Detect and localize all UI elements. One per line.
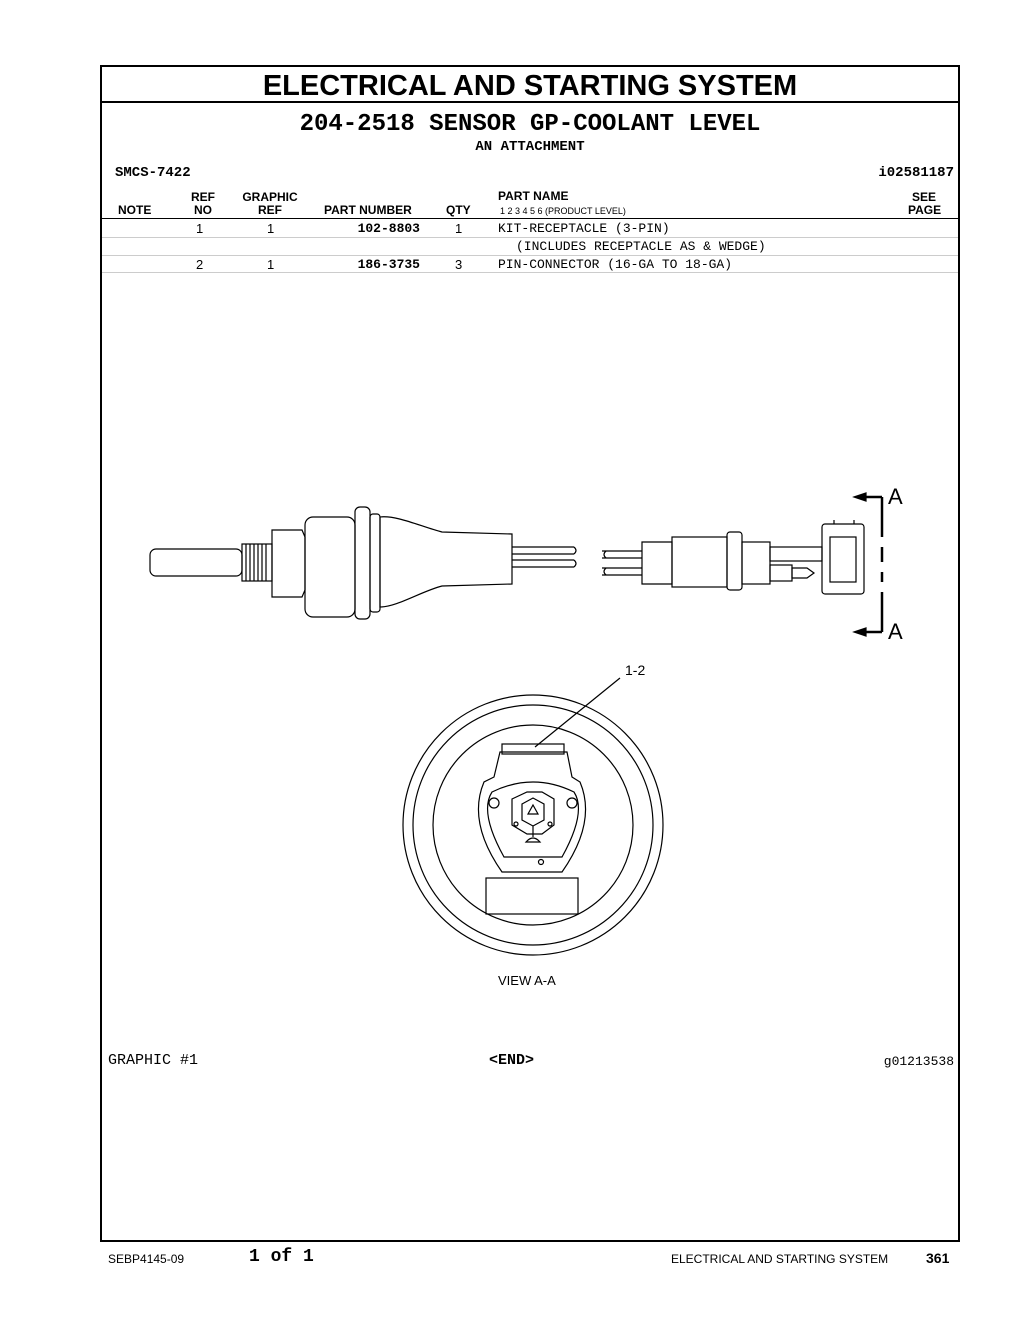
col-graphic-ref: GRAPHIC REF [240,191,300,217]
row-part-name: PIN-CONNECTOR (16-GA TO 18-GA) [498,257,733,272]
parts-illustration: A A 1-2 VIEW A-A [149,484,903,988]
header-divider [102,218,958,219]
sensor-collar [369,513,381,613]
part-group-title: 204-2518 SENSOR GP-COOLANT LEVEL [299,111,761,138]
row-ref-no: 1 [196,221,204,236]
connector-pin [769,564,816,582]
section-arrow-bottom [852,627,867,637]
footer-page-number: 361 [926,1250,950,1266]
view-a-a-drawing [402,694,664,956]
harness-wires [602,550,642,576]
col-graphic-top: GRAPHIC [242,190,298,204]
row-qty: 1 [455,221,463,236]
sensor-probe [149,548,243,577]
row-divider [102,237,958,238]
harness-sleeve [641,541,673,585]
sensor-wires [512,546,577,568]
section-label-bottom: A [888,619,903,644]
footer-section: ELECTRICAL AND STARTING SYSTEM [671,1252,889,1266]
row-qty: 3 [455,257,463,272]
row-divider [102,272,958,273]
col-part-name: PART NAME [498,189,569,203]
graphic-label: GRAPHIC #1 [108,1052,199,1069]
sensor-thread [241,543,273,582]
connector-latch [769,546,823,562]
footer-page-of: 1 of 1 [249,1247,314,1267]
col-ref-bottom: NO [194,203,212,217]
col-note: NOTE [118,203,152,217]
col-see-page: SEE PAGE [908,190,942,217]
col-part-number: PART NUMBER [324,203,412,217]
col-product-level: 1 2 3 4 5 6 (PRODUCT LEVEL) [500,206,626,216]
footer-doc-id: SEBP4145-09 [108,1252,185,1266]
callout-label: 1-2 [625,662,645,678]
smcs-code: SMCS-7422 [115,165,191,181]
document-id: i02581187 [878,165,954,181]
sensor-boot [379,516,513,608]
row-part-number: 186-3735 [357,257,420,272]
sensor-flange [354,506,371,620]
row-part-name: (INCLUDES RECEPTACLE AS & WEDGE) [516,239,766,254]
view-label: VIEW A-A [498,973,556,988]
connector-wedge [829,536,857,583]
col-graphic-bottom: REF [258,203,282,217]
attachment-label: AN ATTACHMENT [475,139,585,155]
connector-rear [741,541,771,585]
col-see-bottom: PAGE [908,203,942,217]
sensor-hex-nut [271,529,306,598]
end-label: <END> [489,1052,535,1069]
col-see-top: SEE [911,190,936,204]
row-graphic-ref: 1 [267,221,275,236]
harness-boot [671,536,728,588]
col-ref-no: REF NO [188,191,218,217]
callout-leader [534,677,621,748]
row-ref-no: 2 [196,257,204,272]
col-ref-top: REF [191,190,215,204]
section-arrow-top [852,492,867,502]
col-qty: QTY [446,203,471,217]
row-part-number: 102-8803 [357,221,420,236]
row-graphic-ref: 1 [267,257,275,272]
sensor-body [304,516,356,618]
row-part-name: KIT-RECEPTACLE (3-PIN) [498,221,670,236]
connector-seal [726,531,743,591]
connector-housing [821,523,865,595]
section-label-top: A [888,484,903,509]
page-frame: ELECTRICAL AND STARTING SYSTEM 204-2518 … [100,65,960,1242]
row-divider [102,255,958,256]
graphic-id: g01213538 [883,1054,954,1069]
page-title: ELECTRICAL AND STARTING SYSTEM [102,67,958,103]
section-line-a-a [860,495,884,634]
